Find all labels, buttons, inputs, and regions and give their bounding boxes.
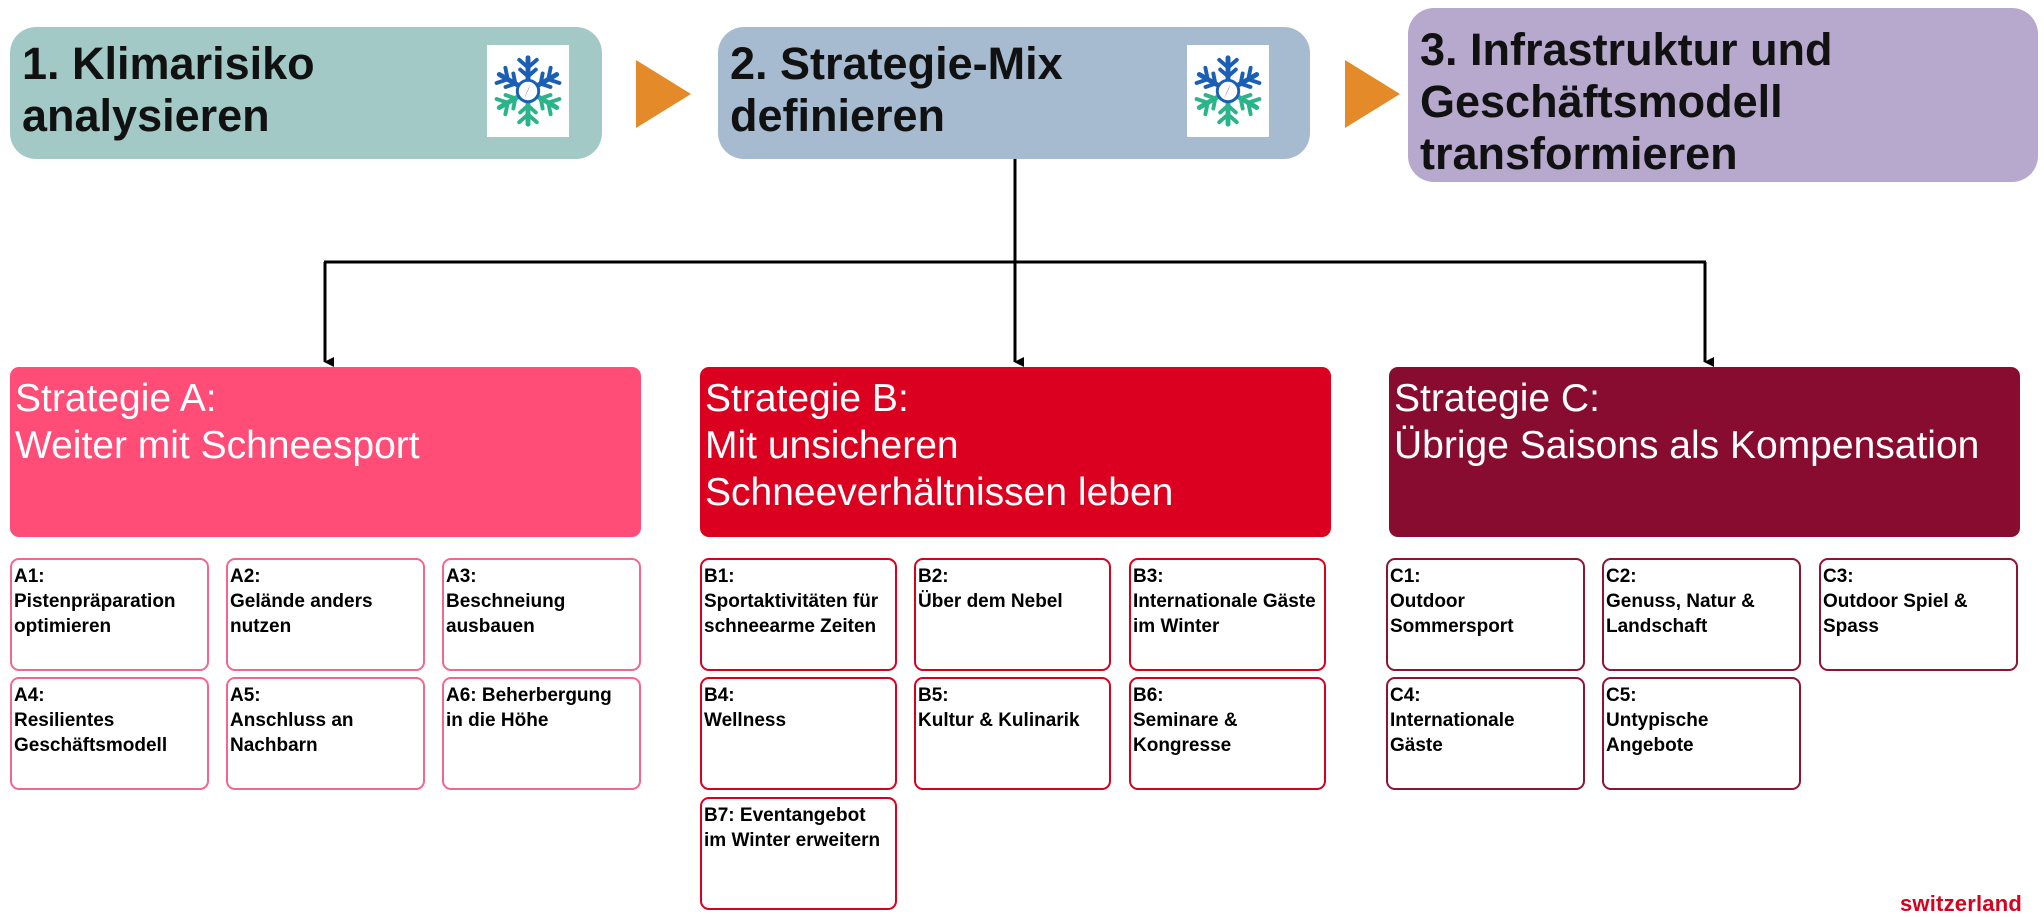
measure-card-b5: B5: Kultur & Kulinarik (914, 677, 1111, 790)
strategy-b-title-line2: Mit unsicheren (705, 424, 959, 467)
measure-card-b4: B4: Wellness (700, 677, 897, 790)
measure-card-a6: A6: Beherbergung in die Höhe (442, 677, 641, 790)
measure-card-a2: A2: Gelände anders nutzen (226, 558, 425, 671)
measure-card-b7: B7: Eventangebot im Winter erweitern (700, 797, 897, 910)
step-2-label: 2. Strategie-Mix definieren (730, 38, 1063, 141)
measure-card-b1: B1: Sportaktivitäten für schneearme Zeit… (700, 558, 897, 671)
measure-card-a1: A1: Pistenpräparation optimieren (10, 558, 209, 671)
measure-card-b2: B2: Über dem Nebel (914, 558, 1111, 671)
measure-card-a5: A5: Anschluss an Nachbarn (226, 677, 425, 790)
arrow-right-icon (1345, 60, 1400, 128)
measure-card-c5: C5: Untypische Angebote (1602, 677, 1801, 790)
strategy-b-title-line3: Schneeverhältnissen leben (705, 471, 1174, 514)
step-3-box: 3. Infrastruktur und Geschäftsmodell tra… (1408, 8, 2038, 182)
strategy-c-title-line2: Übrige Saisons als Kompensation (1394, 424, 1980, 467)
step-2-box: 2. Strategie-Mix definieren (718, 27, 1310, 159)
measure-card-b3: B3: Internationale Gäste im Winter (1129, 558, 1326, 671)
measure-card-c3: C3: Outdoor Spiel & Spass (1819, 558, 2018, 671)
measure-card-c4: C4: Internationale Gäste (1386, 677, 1585, 790)
measure-card-a4: A4: Resilientes Geschäftsmodell (10, 677, 209, 790)
strategy-b-box: Strategie B: Mit unsicheren Schneeverhäl… (700, 367, 1331, 537)
strategy-a-title-line2: Weiter mit Schneesport (15, 424, 420, 467)
strategy-a-title-line1: Strategie A: (15, 377, 217, 420)
step-1-label: 1. Klimarisiko analysieren (22, 38, 315, 141)
brand-logo: switzerland (1899, 891, 2022, 916)
step-1-box: 1. Klimarisiko analysieren (10, 27, 602, 159)
measure-card-a3: A3: Beschneiung ausbauen (442, 558, 641, 671)
measure-card-c1: C1: Outdoor Sommersport (1386, 558, 1585, 671)
strategy-c-box: Strategie C: Übrige Saisons als Kompensa… (1389, 367, 2020, 537)
strategy-c-title-line1: Strategie C: (1394, 377, 1600, 420)
snowflake-compass-icon (487, 45, 569, 137)
measure-card-b6: B6: Seminare & Kongresse (1129, 677, 1326, 790)
arrow-right-icon (636, 60, 691, 128)
strategy-a-box: Strategie A: Weiter mit Schneesport (10, 367, 641, 537)
strategy-b-title-line1: Strategie B: (705, 377, 909, 420)
step-3-label: 3. Infrastruktur und Geschäftsmodell tra… (1420, 24, 1833, 179)
measure-card-c2: C2: Genuss, Natur & Landschaft (1602, 558, 1801, 671)
snowflake-compass-icon (1187, 45, 1269, 137)
